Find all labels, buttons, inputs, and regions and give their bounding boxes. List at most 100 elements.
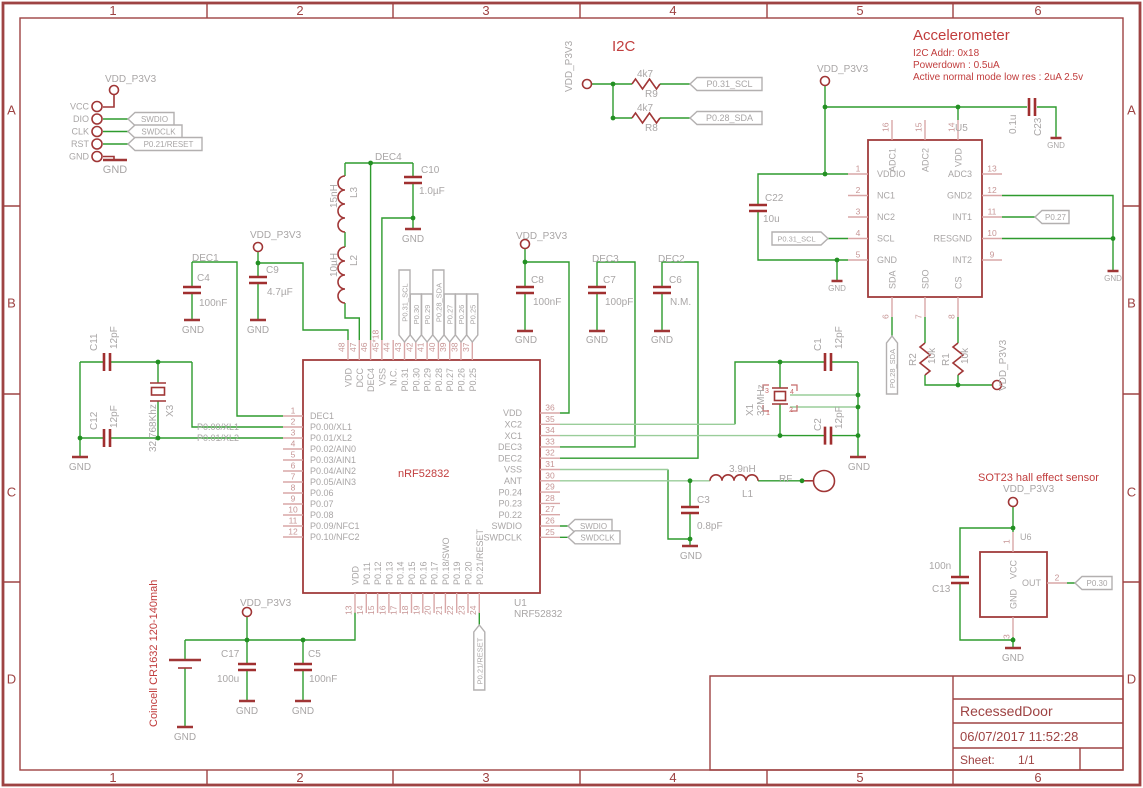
- net-flags: SWDIOSWDCLKP0.21/RESETP0.31_SCLP0.28_SDA…: [126, 76, 1113, 691]
- flag-top-p025: [466, 293, 479, 344]
- frame-row-B-left: B: [7, 296, 16, 311]
- mcu-u1-pin-17: 17: [389, 605, 399, 615]
- x1-value: 32MHz: [756, 384, 767, 416]
- c23-name: C23: [1033, 117, 1044, 136]
- gnd-c10: GND: [402, 234, 424, 245]
- x3-crystal-body: [150, 386, 166, 396]
- i2c-title: I2C: [612, 38, 636, 55]
- net-rf: RF: [779, 474, 792, 485]
- frame-col-4-bottom: 4: [669, 770, 676, 785]
- mcu-u1-pin-16: 16: [377, 605, 387, 615]
- mcu-u1-pinname-P0.22: P0.22: [498, 510, 522, 520]
- mcu-u1-pin-8: 8: [291, 483, 296, 493]
- mcu-u1-pinname-P0.25: P0.25: [468, 368, 478, 392]
- junction-dot: [155, 435, 161, 441]
- c13-capacitor: [951, 575, 969, 585]
- net-vdd-c8: [524, 248, 570, 414]
- mcu-u1-pinname-VSS: VSS: [504, 465, 522, 475]
- vdd-connector-label: VDD_P3V3: [105, 74, 157, 85]
- mcu-u1-pin-36: 36: [545, 403, 555, 413]
- net-vdd-rail: [184, 612, 480, 727]
- vdd-circle-batt: [241, 606, 253, 618]
- frame-row-A-left: A: [7, 103, 16, 118]
- accelerometer-u5-pin-9: 9: [990, 250, 995, 260]
- frame-ticks: [3, 3, 1140, 785]
- mcu-u1-pinname-P0.15: P0.15: [407, 561, 417, 585]
- vdd-circle-c9: [252, 241, 264, 253]
- mcu-u1-pinname-P0.12: P0.12: [373, 561, 383, 585]
- mcu-u1-pinname-SWDIO: SWDIO: [492, 521, 523, 531]
- flag-swdclk-conn: [126, 124, 183, 139]
- r1-resistor: [951, 342, 965, 376]
- accelerometer-u5-pinname-CS: CS: [954, 276, 964, 289]
- c10-value: 1.0µF: [419, 186, 445, 197]
- flag-swdio-conn: [126, 111, 175, 127]
- flag-top-p031-label: P0.31_SCL: [401, 283, 410, 321]
- flag-top-p027-label: P0.27: [446, 305, 455, 325]
- net-dec2: DEC2: [658, 254, 685, 265]
- vdd-supply-circles: [108, 75, 1019, 618]
- c23-capacitor: [1027, 98, 1037, 116]
- accelerometer-u5-pinname-SCL: SCL: [877, 234, 895, 244]
- vdd-hall-label: VDD_P3V3: [1003, 484, 1055, 495]
- mcu-u1: 1DEC12P0.00/XL13P0.01/XL24P0.02/AIN05P0.…: [283, 330, 560, 615]
- junction-dot: [955, 382, 961, 388]
- accelerometer-u5-pin-7: 7: [914, 314, 924, 319]
- accel-note-2: Powerdown : 0.5uA: [913, 60, 1000, 71]
- c6-value: N.M.: [670, 297, 691, 308]
- frame-col-1-bottom: 1: [109, 770, 116, 785]
- flag-top-p030: [409, 293, 422, 344]
- net-rf-matching: [667, 469, 802, 546]
- rf-antenna-pad: [812, 469, 836, 493]
- c12-capacitor: [102, 429, 112, 447]
- accelerometer-u5-pin-5: 5: [856, 250, 861, 260]
- frame-col-2-top: 2: [296, 3, 303, 18]
- c23-value: 0.1u: [1008, 115, 1019, 134]
- junction-dot: [410, 215, 416, 221]
- c12-value: 12pF: [109, 405, 120, 428]
- c7-value: 100pF: [605, 297, 633, 308]
- net-dec1: DEC1: [192, 253, 219, 264]
- conn-pin-dio: DIO: [73, 114, 89, 124]
- title-datetime: 06/07/2017 11:52:28: [960, 729, 1078, 744]
- vdd-drop-connector: [103, 94, 115, 159]
- mcu-u1-pin-44: 44: [382, 342, 392, 352]
- junction-dot: [855, 433, 861, 438]
- accelerometer-u5-pin-2: 2: [856, 185, 861, 195]
- mcu-u1-pin-26: 26: [545, 516, 555, 526]
- flag-reset-conn-label: P0.21/RESET: [144, 140, 194, 149]
- r2-resistor: [918, 342, 932, 376]
- title-sheet-value: 1/1: [1018, 753, 1035, 767]
- c4-value: 100nF: [199, 298, 227, 309]
- flag-top-p026-label: P0.26: [457, 305, 466, 325]
- flag-u1-reset-label: P0.21/RESET: [475, 637, 484, 684]
- net-swd-connector: [103, 118, 128, 145]
- mcu-u1-pin-19: 19: [411, 605, 421, 615]
- junction-dot: [855, 392, 861, 398]
- x1-crystal: [772, 387, 788, 405]
- mcu-u1-pin-33: 33: [545, 436, 555, 446]
- mcu-u1-pinname-P0.24: P0.24: [498, 487, 522, 497]
- gnd-c23: GND: [1047, 141, 1065, 150]
- junction-dot: [1010, 637, 1016, 643]
- accelerometer-u5-pin-14: 14: [947, 122, 957, 132]
- c1-capacitor: [823, 353, 833, 371]
- x1-pin4: 4: [790, 389, 794, 396]
- mcu-u1-pin-2: 2: [291, 417, 296, 427]
- mcu-u1-pinname-P0.00/XL1: P0.00/XL1: [310, 422, 352, 432]
- c5-name: C5: [308, 649, 321, 660]
- c9-name: C9: [266, 265, 279, 276]
- mcu-u1-pin-7: 7: [291, 472, 296, 482]
- accelerometer-u5-pinname-ADC1: ADC1: [888, 148, 898, 172]
- accelerometer-u5-pin-6: 6: [881, 314, 891, 319]
- c9-value: 4.7µF: [267, 287, 293, 298]
- mcu-u1-pin-11: 11: [289, 516, 298, 526]
- conn-pin-rst: RST: [71, 139, 90, 149]
- net-hall: [959, 506, 1075, 648]
- frame-row-C-left: C: [7, 485, 16, 500]
- mcu-u1-pin-48: 48: [337, 342, 347, 352]
- vdd-c9-label: VDD_P3V3: [250, 230, 302, 241]
- c9-capacitor: [249, 275, 267, 285]
